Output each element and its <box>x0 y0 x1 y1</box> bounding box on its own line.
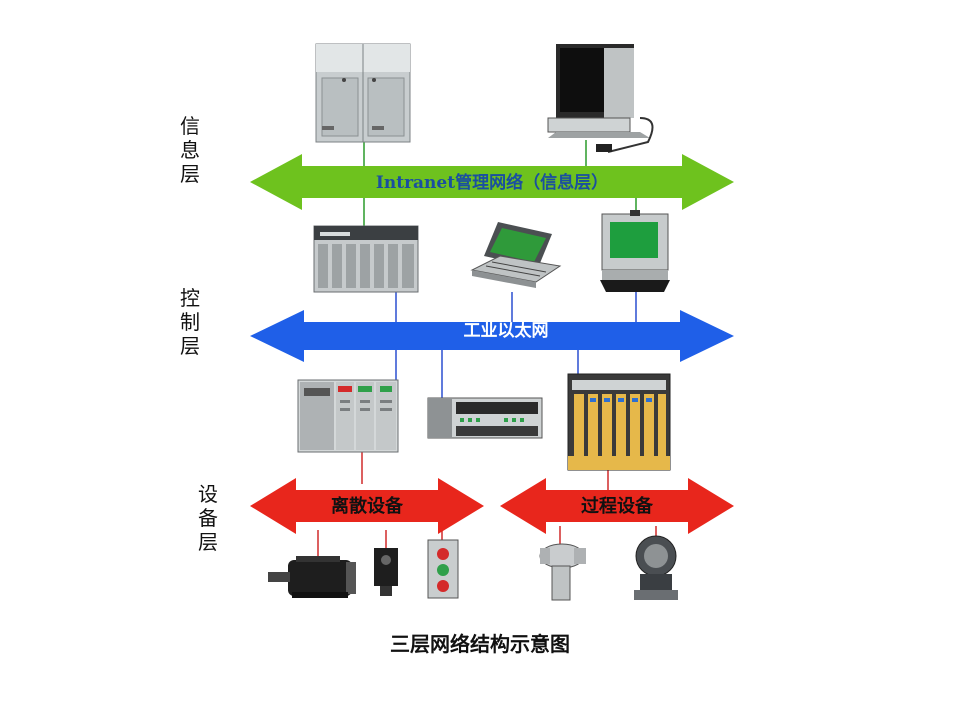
workstation-icon <box>547 44 654 153</box>
process-io-rack-icon <box>567 373 671 471</box>
io-module-icon <box>427 397 543 439</box>
device-layer-label: 设备层 <box>198 482 218 554</box>
ethernet-arrow-label: 工业以太网 <box>464 320 549 341</box>
discrete-arrow: 离散设备 <box>250 478 484 534</box>
process-arrow: 过程设备 <box>500 478 734 534</box>
plc-rack-icon <box>313 225 419 293</box>
modular-controller-icon <box>297 379 399 453</box>
discrete-arrow-label: 离散设备 <box>331 495 404 517</box>
diagram-caption: 三层网络结构示意图 <box>390 632 570 656</box>
valve-icon <box>539 543 586 601</box>
intranet-arrow-label: Intranet管理网络（信息层） <box>376 172 608 193</box>
laptop-icon <box>470 222 562 288</box>
control-layer-label: 控制层 <box>180 286 200 358</box>
pressure-transmitter-icon <box>634 535 678 600</box>
ethernet-arrow: 工业以太网 <box>250 310 734 362</box>
server-cabinet-icon <box>315 43 411 143</box>
monitor-pc-icon <box>600 210 670 292</box>
motor-icon <box>268 556 356 598</box>
connector-lines <box>317 140 657 560</box>
intranet-arrow: Intranet管理网络（信息层） <box>250 154 734 210</box>
push-button-station-icon <box>427 539 459 599</box>
info-layer-label: 信息层 <box>180 114 200 186</box>
sensor-icon <box>374 548 398 596</box>
process-arrow-label: 过程设备 <box>581 495 654 517</box>
